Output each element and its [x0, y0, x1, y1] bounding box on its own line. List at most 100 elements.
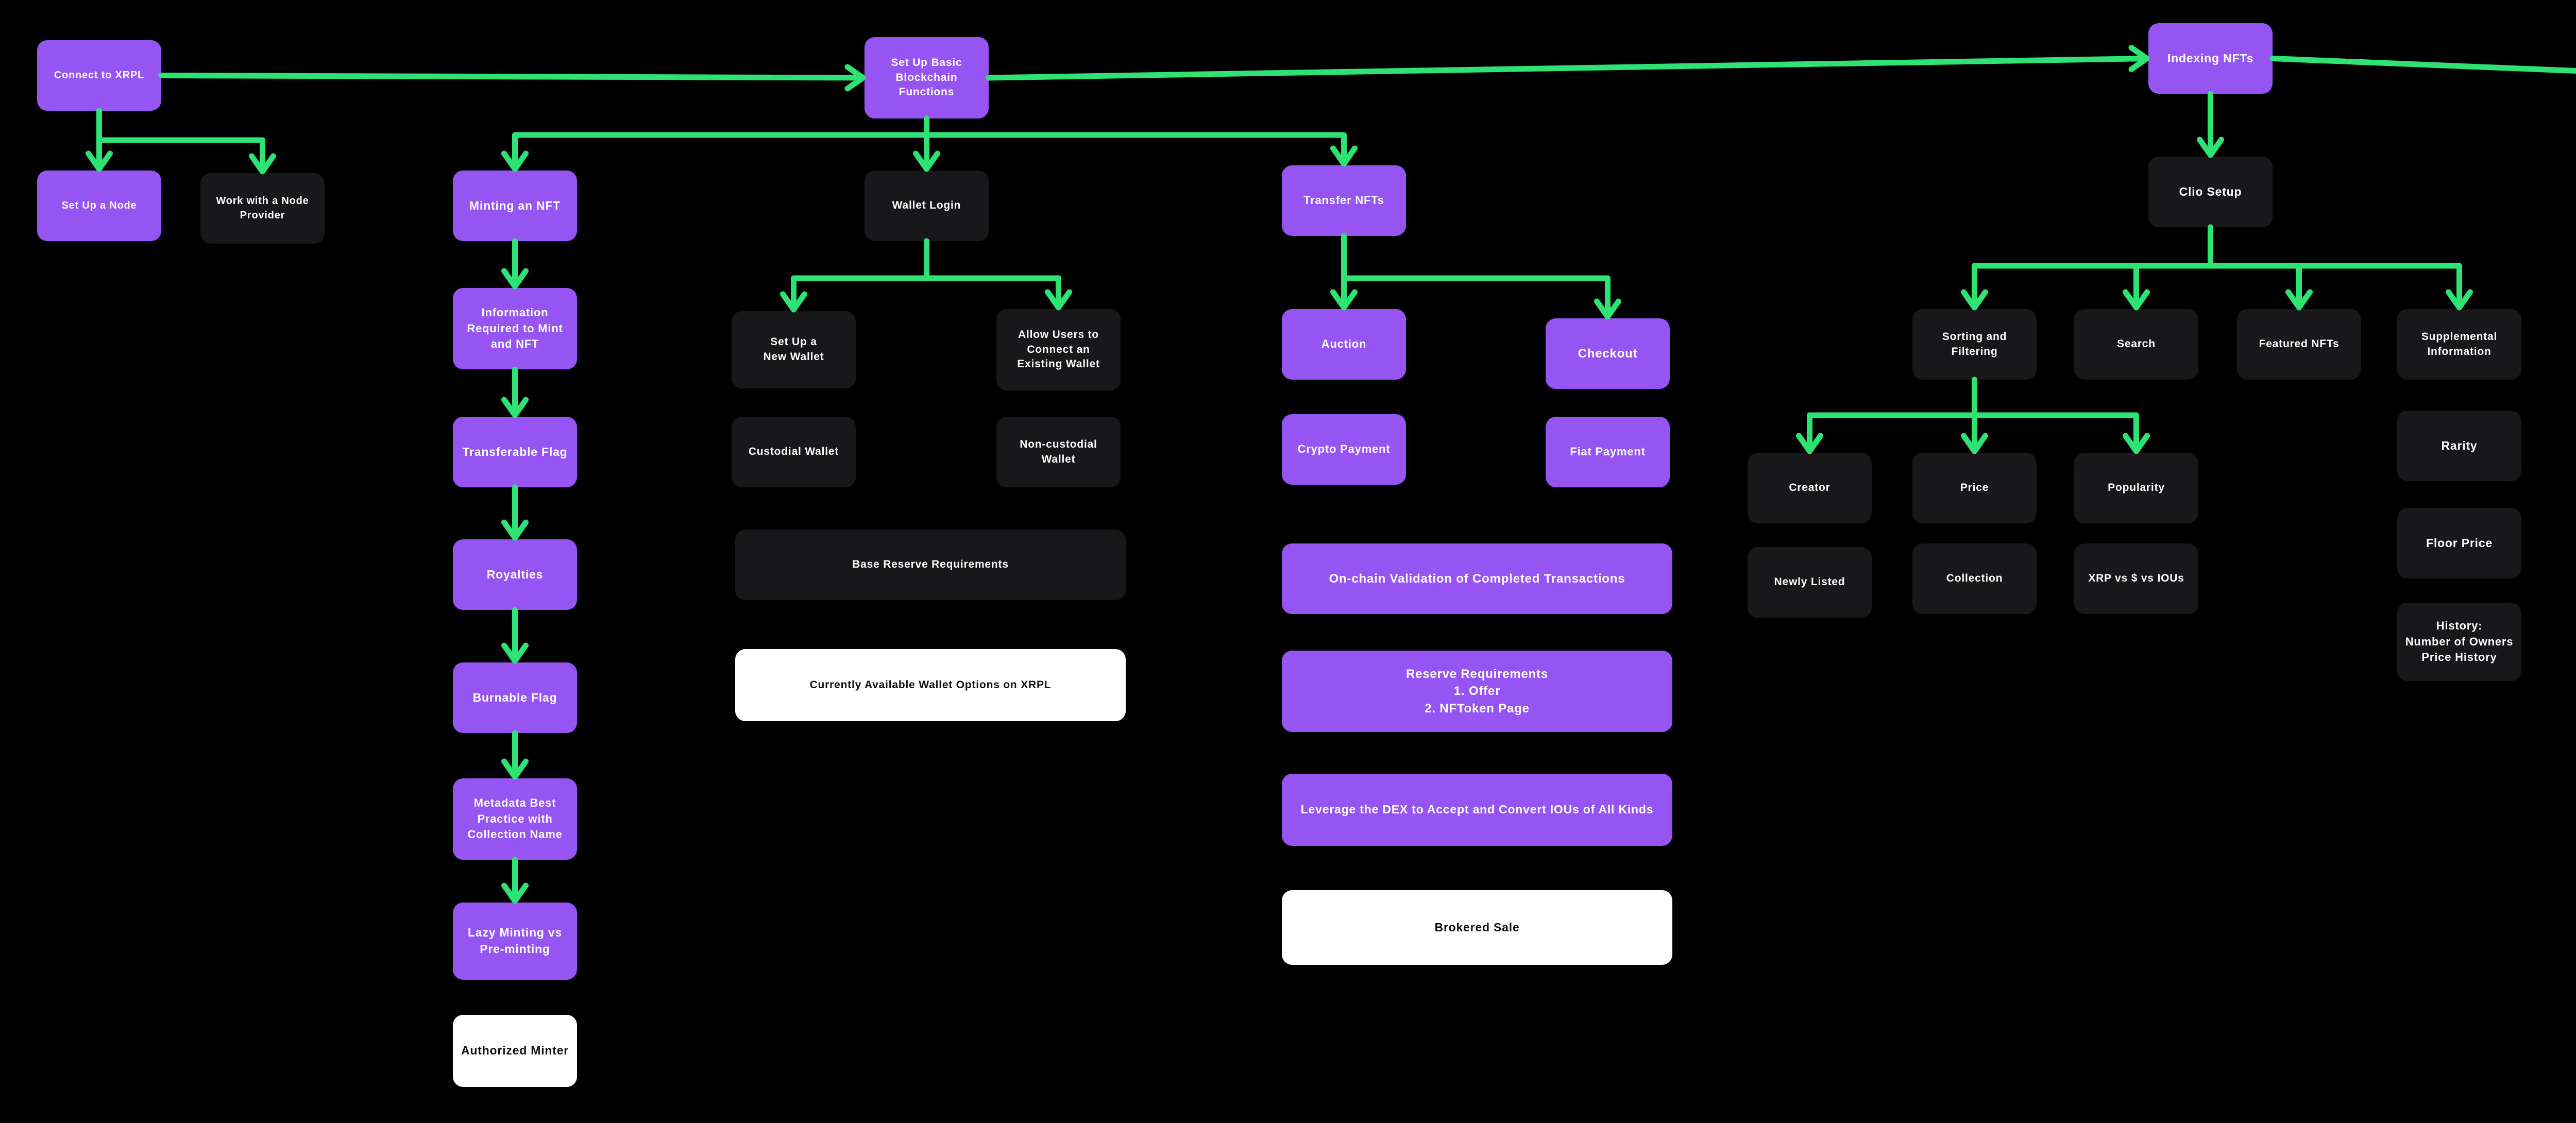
node-label: Indexing NFTs [2167, 51, 2254, 65]
node-label: Auction [1321, 337, 1367, 351]
node-creator[interactable]: Creator [1748, 453, 1872, 523]
edge-connect-xrpl-fan [86, 108, 276, 175]
node-label: History: Number of Owners Price History [2405, 619, 2514, 664]
node-connect-xrpl[interactable]: Connect to XRPL [37, 40, 161, 111]
node-label: Set Up a New Wallet [763, 336, 824, 363]
node-price[interactable]: Price [1912, 453, 2037, 523]
node-label: Supplemental Information [2421, 330, 2498, 358]
node-transferable-flag[interactable]: Transferable Flag [453, 417, 577, 487]
node-allow-users[interactable]: Allow Users to Connect an Existing Walle… [996, 309, 1121, 390]
node-floor-price[interactable]: Floor Price [2397, 508, 2521, 578]
node-info-required[interactable]: Information Required to Mint and NFT [453, 288, 577, 369]
node-label: Royalties [486, 567, 544, 581]
node-sorting-filtering[interactable]: Sorting and Filtering [1912, 309, 2037, 380]
node-label: Currently Available Wallet Options on XR… [809, 678, 1052, 691]
edge-metadata-best-lazy-minting [501, 857, 529, 904]
node-label: Creator [1789, 482, 1831, 494]
node-custodial-wallet[interactable]: Custodial Wallet [732, 417, 856, 487]
node-auction[interactable]: Auction [1282, 309, 1406, 380]
node-indexing-nfts[interactable]: Indexing NFTs [2148, 23, 2273, 94]
node-label: Clio Setup [2179, 184, 2242, 198]
node-label: Minting an NFT [469, 198, 561, 212]
node-label: Allow Users to Connect an Existing Walle… [1017, 328, 1100, 370]
node-label: Search [2117, 338, 2156, 350]
node-non-custodial-wallet[interactable]: Non-custodial Wallet [996, 417, 1121, 487]
node-minting-an-nft[interactable]: Minting an NFT [453, 171, 577, 241]
node-label: On-chain Validation of Completed Transac… [1329, 571, 1625, 586]
node-setup-basic[interactable]: Set Up Basic Blockchain Functions [865, 37, 989, 118]
edge-indexing-nfts-clio-setup [2197, 91, 2224, 158]
node-label: Base Reserve Requirements [852, 558, 1009, 571]
node-label: Connect to XRPL [54, 69, 145, 81]
node-label: XRP vs $ vs IOUs [2088, 572, 2184, 585]
node-work-node-provider[interactable]: Work with a Node Provider [200, 173, 325, 244]
edge-wallet-login-fan [780, 238, 1072, 313]
node-label: Brokered Sale [1434, 920, 1520, 934]
node-label: Checkout [1578, 346, 1638, 361]
node-newly-listed[interactable]: Newly Listed [1748, 547, 1872, 618]
node-reserve-requirements[interactable]: Reserve Requirements 1. Offer 2. NFToken… [1282, 651, 1672, 732]
edge-sorting-filtering-fan [1796, 377, 2150, 454]
node-supplemental-info[interactable]: Supplemental Information [2397, 309, 2521, 380]
node-authorized-minter[interactable]: Authorized Minter [453, 1015, 577, 1087]
node-label: Transfer NFTs [1303, 194, 1384, 207]
node-label: Metadata Best Practice with Collection N… [467, 796, 563, 841]
node-label: Set Up a Node [61, 199, 137, 211]
node-label: Lazy Minting vs Pre-minting [467, 926, 563, 956]
node-wallet-options[interactable]: Currently Available Wallet Options on XR… [735, 649, 1126, 721]
node-base-reserve[interactable]: Base Reserve Requirements [735, 530, 1126, 600]
node-onchain-validation[interactable]: On-chain Validation of Completed Transac… [1282, 543, 1672, 614]
node-burnable-flag[interactable]: Burnable Flag [453, 662, 577, 733]
edge-royalties-burnable-flag [501, 607, 529, 664]
edge-indexing-nfts-nft-caching [2269, 56, 2576, 74]
node-label: Newly Listed [1774, 576, 1845, 588]
node-label: Set Up Basic Blockchain Functions [891, 56, 962, 98]
node-label: Collection [1946, 572, 2003, 585]
node-label: Price [1960, 482, 1989, 494]
edge-clio-setup-fan [1961, 224, 2473, 311]
node-label: Crypto Payment [1297, 443, 1391, 456]
node-label: Reserve Requirements 1. Offer 2. NFToken… [1405, 667, 1549, 716]
edge-burnable-flag-metadata-best [501, 730, 529, 780]
node-wallet-login[interactable]: Wallet Login [865, 171, 989, 241]
node-label: Custodial Wallet [748, 446, 839, 458]
edge-transfer-nfts-fan [1330, 233, 1621, 320]
node-fiat-payment[interactable]: Fiat Payment [1546, 417, 1670, 487]
node-popularity[interactable]: Popularity [2074, 453, 2198, 523]
edge-info-required-transferable-flag [501, 366, 529, 418]
node-set-up-node[interactable]: Set Up a Node [37, 171, 161, 241]
node-label: Leverage the DEX to Accept and Convert I… [1300, 803, 1654, 816]
edge-setup-basic-indexing-nfts [986, 45, 2150, 81]
node-label: Fiat Payment [1570, 445, 1646, 458]
node-royalties[interactable]: Royalties [453, 539, 577, 610]
node-lazy-minting[interactable]: Lazy Minting vs Pre-minting [453, 903, 577, 980]
node-label: Burnable Flag [472, 690, 557, 704]
edge-setup-basic-fan [501, 115, 1358, 172]
node-label: Transferable Flag [462, 445, 568, 458]
node-crypto-payment[interactable]: Crypto Payment [1282, 414, 1406, 485]
node-clio-setup[interactable]: Clio Setup [2148, 157, 2273, 227]
edge-transferable-flag-royalties [501, 484, 529, 541]
node-label: Rarity [2441, 438, 2478, 452]
node-search[interactable]: Search [2074, 309, 2198, 380]
node-metadata-best[interactable]: Metadata Best Practice with Collection N… [453, 778, 577, 860]
node-label: Wallet Login [892, 199, 961, 212]
node-leverage-dex[interactable]: Leverage the DEX to Accept and Convert I… [1282, 774, 1672, 846]
node-label: Floor Price [2426, 536, 2493, 550]
node-label: Authorized Minter [461, 1044, 569, 1058]
node-label: Work with a Node Provider [216, 195, 309, 221]
node-set-up-new-wallet[interactable]: Set Up a New Wallet [732, 311, 856, 388]
edge-connect-xrpl-setup-basic [158, 64, 866, 92]
edge-minting-an-nft-info-required [501, 238, 529, 290]
node-brokered-sale[interactable]: Brokered Sale [1282, 890, 1672, 965]
node-checkout[interactable]: Checkout [1546, 318, 1670, 389]
node-xrp-vs-ious[interactable]: XRP vs $ vs IOUs [2074, 543, 2198, 614]
node-rarity[interactable]: Rarity [2397, 411, 2521, 481]
node-label: Information Required to Mint and NFT [467, 306, 563, 351]
node-featured-nfts[interactable]: Featured NFTs [2237, 309, 2361, 380]
node-history[interactable]: History: Number of Owners Price History [2397, 603, 2521, 681]
node-collection[interactable]: Collection [1912, 543, 2037, 614]
node-label: Sorting and Filtering [1942, 330, 2007, 358]
node-transfer-nfts[interactable]: Transfer NFTs [1282, 165, 1406, 236]
